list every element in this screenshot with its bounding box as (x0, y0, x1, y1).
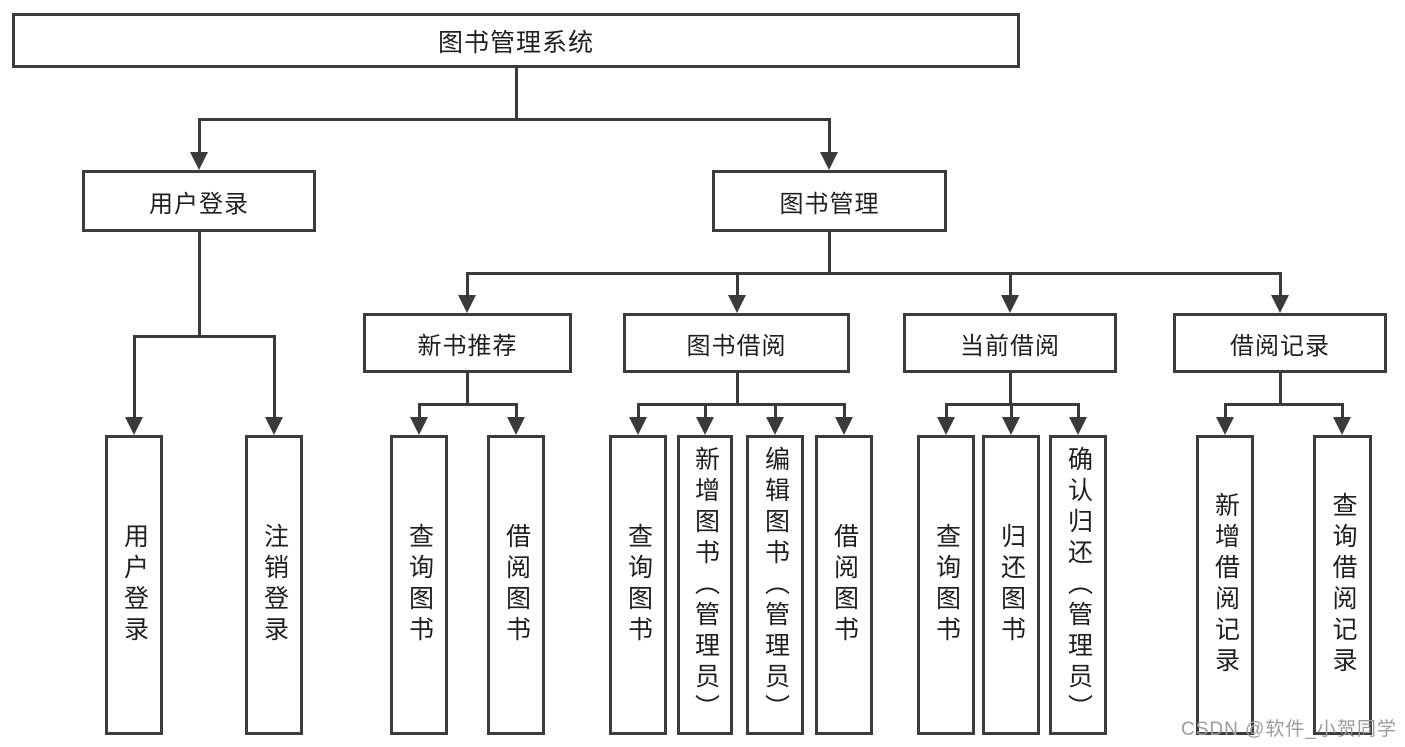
leaf-label: 确认归还（管理员） (1064, 445, 1093, 725)
connector-line (198, 118, 201, 154)
arrowhead-down (410, 417, 428, 435)
leaf-user-login: 用户登录 (105, 435, 163, 735)
leaf-borrow-books-recommend: 借阅图书 (487, 435, 545, 735)
connector-line (273, 335, 276, 419)
leaf-label: 借阅图书 (502, 523, 531, 647)
leaf-query-books-borrowing: 查询图书 (609, 435, 667, 735)
connector-line (1009, 272, 1012, 297)
node-new-book-recommend: 新书推荐 (363, 313, 572, 373)
leaf-label: 新增图书（管理员） (691, 445, 720, 725)
leaf-query-books-recommend: 查询图书 (390, 435, 448, 735)
node-label: 图书管理 (779, 190, 880, 218)
connector-line (515, 403, 518, 419)
arrowhead-down (190, 152, 208, 170)
node-label: 新书推荐 (417, 332, 518, 360)
connector-line (1224, 403, 1343, 406)
leaf-add-borrow-record: 新增借阅记录 (1196, 435, 1254, 735)
node-library-system: 图书管理系统 (12, 13, 1020, 68)
connector-line (637, 403, 845, 406)
connector-line (1279, 373, 1282, 403)
arrowhead-down (125, 417, 143, 435)
arrowhead-down (835, 417, 853, 435)
arrowhead-down (820, 152, 838, 170)
node-current-borrowing: 当前借阅 (903, 313, 1117, 373)
leaf-label: 查询图书 (932, 523, 961, 647)
arrowhead-down (1216, 417, 1234, 435)
leaf-logout: 注销登录 (245, 435, 303, 735)
leaf-edit-book-admin: 编辑图书（管理员） (746, 435, 804, 735)
connector-line (466, 272, 1282, 275)
node-label: 借阅记录 (1230, 332, 1330, 360)
connector-line (1077, 403, 1080, 419)
connector-line (1341, 403, 1344, 419)
connector-line (736, 272, 739, 297)
connector-line (1224, 403, 1227, 419)
node-label: 当前借阅 (960, 332, 1060, 360)
arrowhead-down (728, 295, 746, 313)
node-book-management: 图书管理 (712, 170, 947, 232)
node-label: 图书借阅 (686, 332, 787, 360)
node-label: 图书管理系统 (437, 28, 594, 57)
connector-line (198, 232, 201, 335)
connector-line (418, 403, 421, 419)
connector-line (828, 118, 831, 154)
connector-line (198, 118, 831, 121)
leaf-label: 借阅图书 (830, 523, 859, 647)
arrowhead-down (265, 417, 283, 435)
leaf-label: 新增借阅记录 (1211, 492, 1240, 678)
arrowhead-down (507, 417, 525, 435)
leaf-label: 编辑图书（管理员） (761, 445, 790, 725)
connector-line (843, 403, 846, 419)
arrowhead-down (766, 417, 784, 435)
arrowhead-down (696, 417, 714, 435)
node-book-borrowing: 图书借阅 (623, 313, 850, 373)
arrowhead-down (1333, 417, 1351, 435)
node-borrowing-records: 借阅记录 (1173, 313, 1387, 373)
leaf-add-book-admin: 新增图书（管理员） (677, 435, 733, 735)
connector-line (945, 403, 948, 419)
connector-line (466, 373, 469, 403)
arrowhead-down (937, 417, 955, 435)
connector-line (736, 373, 739, 403)
connector-line (1010, 403, 1013, 419)
connector-line (1009, 373, 1012, 403)
leaf-label: 用户登录 (120, 523, 149, 647)
connector-line (637, 403, 640, 419)
leaf-label: 查询借阅记录 (1329, 492, 1357, 678)
arrowhead-down (1069, 417, 1087, 435)
connector-line (466, 272, 469, 297)
leaf-borrow-books: 借阅图书 (815, 435, 873, 735)
leaf-return-book: 归还图书 (982, 435, 1040, 735)
arrowhead-down (1002, 417, 1020, 435)
arrowhead-down (458, 295, 476, 313)
connector-line (1279, 272, 1282, 297)
connector-line (133, 335, 136, 419)
connector-line (774, 403, 777, 419)
csdn-watermark: CSDN @软件_小贺同学 (1181, 719, 1397, 740)
leaf-label: 归还图书 (997, 523, 1026, 647)
connector-line (133, 335, 275, 338)
leaf-query-books-current: 查询图书 (917, 435, 975, 735)
connector-line (704, 403, 707, 419)
leaf-label: 查询图书 (405, 523, 434, 647)
arrowhead-down (1271, 295, 1289, 313)
arrowhead-down (1001, 295, 1019, 313)
arrowhead-down (629, 417, 647, 435)
connector-line (418, 403, 518, 406)
leaf-confirm-return-admin: 确认归还（管理员） (1049, 435, 1107, 735)
connector-line (828, 232, 831, 272)
leaf-query-borrow-record: 查询借阅记录 (1313, 435, 1372, 735)
node-label: 用户登录 (149, 190, 249, 218)
connector-line (515, 68, 518, 120)
leaf-label: 注销登录 (260, 523, 289, 647)
leaf-label: 查询图书 (624, 523, 653, 647)
node-user-login: 用户登录 (82, 170, 316, 232)
